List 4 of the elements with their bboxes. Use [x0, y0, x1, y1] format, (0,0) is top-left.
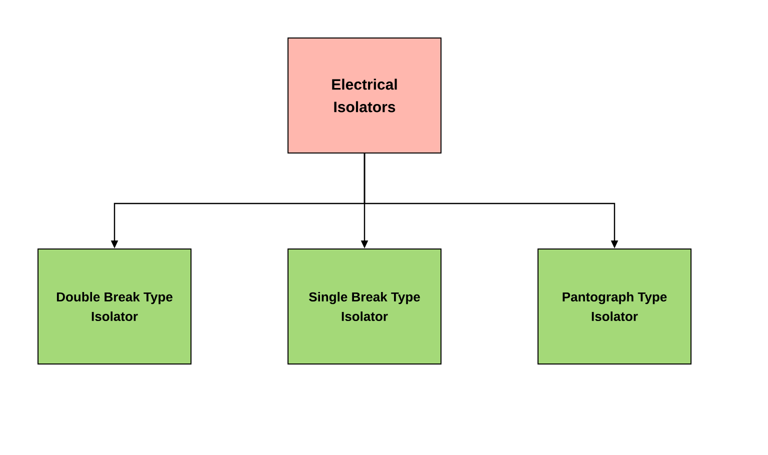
type-box: Double Break Type Isolator: [38, 248, 192, 364]
category-box: Electrical Isolators: [288, 38, 442, 154]
type-box: Single Break Type Isolator: [288, 248, 442, 364]
type-box: Pantograph Type Isolator: [538, 248, 692, 364]
